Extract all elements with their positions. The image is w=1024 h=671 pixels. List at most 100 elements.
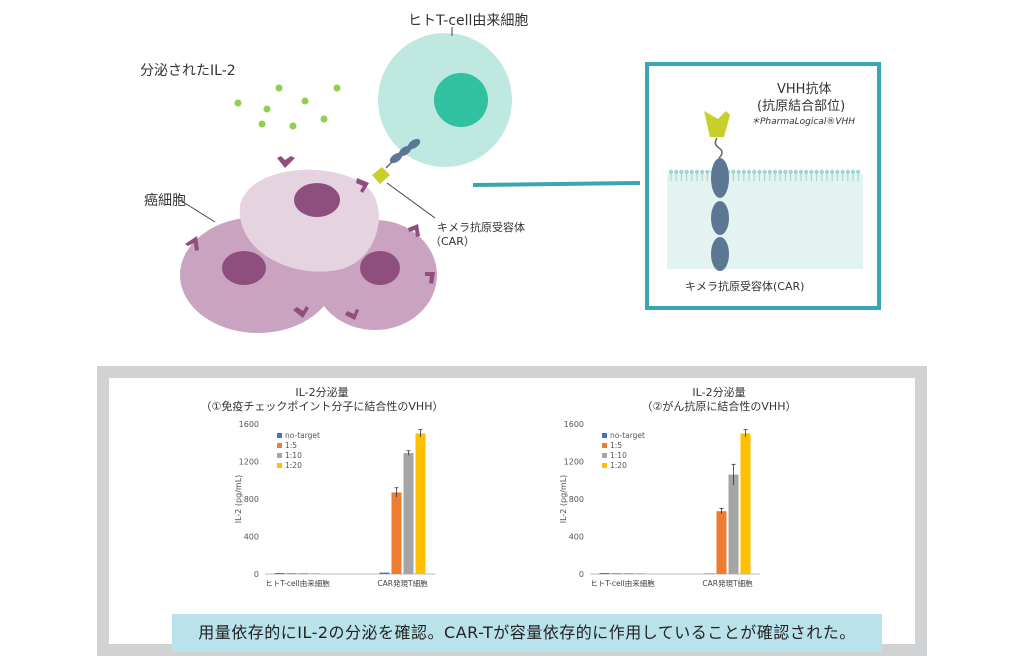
lipid-head [762, 169, 767, 175]
lipid-head [814, 169, 819, 175]
lipid-head [835, 169, 840, 175]
y-tick-label: 1200 [564, 458, 584, 467]
legend-label: 1:10 [610, 451, 627, 460]
legend-label: no-target [610, 431, 645, 440]
lipid-head [757, 169, 762, 175]
lipid-head [736, 169, 741, 175]
car-receptor [372, 138, 421, 184]
x-tick-label: ヒトT-cell由来細胞 [265, 578, 330, 588]
y-tick-label: 1200 [239, 458, 259, 467]
lipid-head [809, 169, 814, 175]
bar [716, 511, 727, 574]
car-label-line1: キメラ抗原受容体 [437, 221, 525, 234]
y-tick-label: 800 [569, 495, 584, 504]
bar [415, 433, 426, 574]
car-label-line2: （CAR） [430, 235, 475, 248]
lipid-head [824, 169, 830, 175]
car-domain [711, 201, 729, 235]
lipid-head [705, 169, 710, 175]
chart1-title-line2: （①免疫チェックポイント分子に結合性のVHH） [200, 400, 444, 413]
vhh-domain [704, 111, 730, 137]
secreted-il2-label: 分泌されたIL-2 [140, 63, 236, 79]
t-cell-nucleus [434, 73, 488, 127]
lipid-head [679, 169, 684, 175]
legend-label: 1:20 [285, 461, 302, 470]
lipid-head [694, 169, 700, 175]
lipid-head [752, 169, 757, 175]
cancer-nucleus [360, 251, 400, 285]
lipid-head [840, 169, 845, 175]
lipid-head [674, 169, 679, 175]
legend-label: 1:10 [285, 451, 302, 460]
lipid-head [778, 169, 783, 175]
lipid-head [788, 169, 793, 175]
bar [298, 573, 309, 574]
legend-swatch [277, 453, 282, 458]
y-tick-label: 0 [579, 570, 584, 579]
bar [379, 572, 390, 574]
legend-label: 1:20 [610, 461, 627, 470]
lipid-head [700, 169, 705, 175]
lipid-head [819, 169, 824, 175]
legend-swatch [277, 463, 282, 468]
y-axis-label: IL-2 (pg/mL) [559, 475, 568, 524]
il2-dots [234, 84, 341, 130]
bar [599, 573, 610, 574]
lipid-head [689, 169, 694, 175]
zoom-box: VHH抗体 (抗原結合部位) ＊PharmaLogical®VHH キメラ抗原受… [645, 62, 881, 310]
t-cell [378, 33, 512, 167]
lipid-head [804, 169, 809, 175]
bar [286, 573, 297, 574]
y-tick-label: 1600 [239, 420, 259, 429]
vhh-title: VHH抗体 [777, 82, 832, 97]
lipid-head [845, 169, 850, 175]
lipid-head [772, 169, 778, 175]
y-axis-label: IL-2 (pg/mL) [234, 475, 243, 524]
lipid-head [830, 169, 835, 175]
x-tick-label: CAR発現T細胞 [377, 578, 428, 588]
bar [274, 573, 285, 574]
legend-swatch [277, 443, 282, 448]
t-cell-label: ヒトT-cell由来細胞 [408, 13, 529, 29]
lipid-head [798, 169, 804, 175]
lipid-head [850, 169, 856, 175]
legend-swatch [602, 443, 607, 448]
bar [623, 573, 634, 574]
zoom-connector [472, 181, 640, 187]
legend-label: no-target [285, 431, 320, 440]
car-domain [711, 158, 729, 198]
chart2-title-line1: IL-2分泌量 [692, 386, 746, 399]
legend-swatch [277, 433, 282, 438]
x-tick-label: ヒトT-cell由来細胞 [590, 578, 655, 588]
legend-swatch [602, 453, 607, 458]
lipid-head [793, 169, 798, 175]
cancer-nucleus [222, 251, 266, 285]
lipid-head [767, 169, 772, 175]
lipid-head [741, 169, 746, 175]
car-domain [711, 237, 729, 271]
bar [740, 433, 751, 574]
cancer-cell-label: 癌細胞 [144, 193, 186, 209]
chart2-title-line2: （②がん抗原に結合性のVHH） [641, 400, 797, 413]
legend-label: 1:5 [610, 441, 622, 450]
bar [635, 573, 646, 574]
y-tick-label: 0 [254, 570, 259, 579]
y-tick-label: 800 [244, 495, 259, 504]
vhh-sub: (抗原結合部位) [757, 99, 846, 114]
chart2-title: IL-2分泌量 （②がん抗原に結合性のVHH） [579, 386, 859, 414]
bar [310, 573, 321, 574]
legend-swatch [602, 433, 607, 438]
cell-membrane [668, 169, 861, 181]
lipid-head [856, 169, 861, 175]
zoom-car-label: キメラ抗原受容体(CAR) [685, 280, 805, 293]
cancer-receptors [185, 156, 435, 320]
lipid-head [731, 169, 736, 175]
lipid-head [746, 169, 752, 175]
cancer-nucleus [294, 183, 340, 217]
vhh-note: ＊PharmaLogical®VHH [751, 117, 856, 127]
lipid-head [783, 169, 788, 175]
lipid-head [668, 169, 674, 175]
